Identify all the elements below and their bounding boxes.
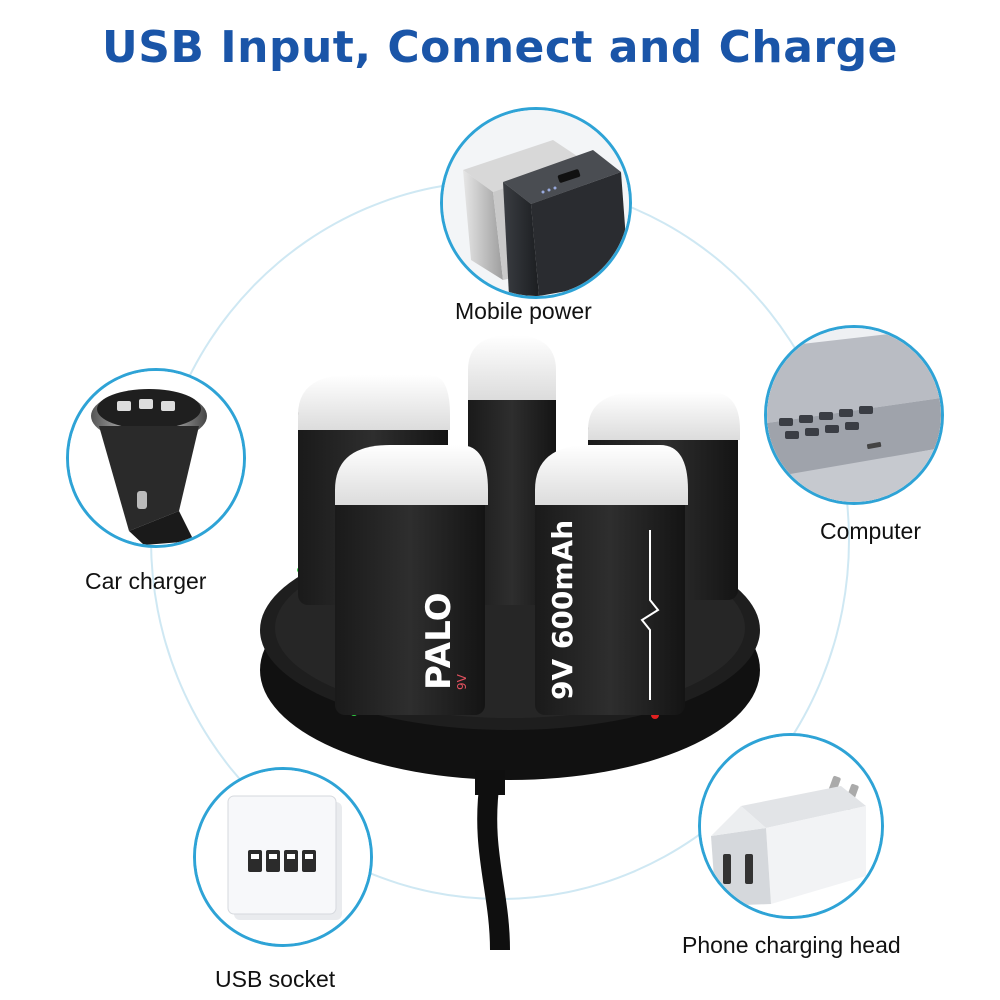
usb-socket-label: USB socket bbox=[215, 966, 336, 992]
car-charger-bubble bbox=[66, 368, 246, 548]
battery-front-right: 9V 600mAh bbox=[535, 445, 688, 715]
battery-brand-text: PALO bbox=[419, 593, 459, 690]
car-charger-icon bbox=[69, 371, 243, 545]
power-bank-icon bbox=[443, 110, 629, 296]
wall-adapter-icon bbox=[701, 736, 881, 916]
mobile-power-bubble bbox=[440, 107, 632, 299]
car-charger-label: Car charger bbox=[85, 568, 207, 594]
battery-front-left: PALO 9V bbox=[335, 445, 488, 715]
laptop-icon bbox=[767, 328, 941, 502]
page-title: USB Input, Connect and Charge bbox=[102, 22, 898, 73]
computer-bubble bbox=[764, 325, 944, 505]
usb-socket-icon bbox=[196, 770, 370, 944]
usb-cable bbox=[477, 770, 510, 950]
usb-socket-bubble bbox=[193, 767, 373, 947]
battery-voltage-text: 9V bbox=[455, 673, 469, 690]
battery-charger-dock: PALO 9V 9V 600mAh bbox=[260, 335, 760, 950]
battery-capacity-text: 9V 600mAh bbox=[546, 520, 579, 700]
mobile-power-label: Mobile power bbox=[455, 298, 592, 324]
computer-label: Computer bbox=[820, 518, 921, 544]
phone-charging-head-label: Phone charging head bbox=[682, 932, 901, 958]
phone-charging-head-bubble bbox=[698, 733, 884, 919]
battery-back-center bbox=[468, 335, 556, 605]
